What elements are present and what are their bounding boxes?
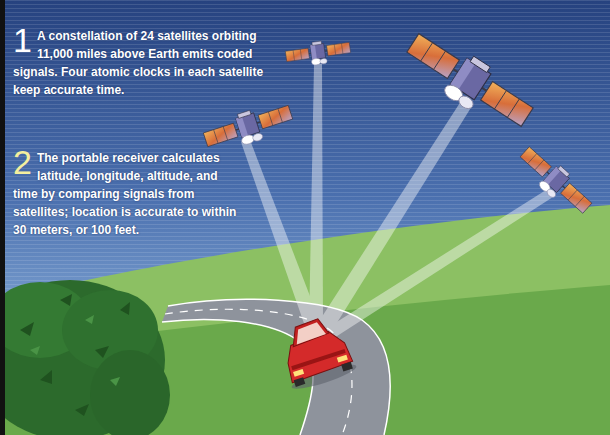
left-border [0,0,5,435]
satellite [201,99,296,157]
callout-text: A constellation of 24 satellites orbitin… [13,29,263,97]
callout-text-group: 1A constellation of 24 satellites orbiti… [13,26,275,98]
callout-text: The portable receiver calculates latitud… [13,151,236,237]
road-edge [162,319,313,435]
callout-text-group: 2The portable receiver calculates latitu… [13,148,241,238]
signal-beam [309,64,323,328]
satellite [514,142,597,221]
tree [0,280,170,435]
callout-number: 1 [13,26,32,54]
car [274,312,358,393]
satellite [398,24,539,139]
signal-beam [324,190,553,338]
callout-number: 2 [13,148,32,176]
satellite [285,37,352,69]
